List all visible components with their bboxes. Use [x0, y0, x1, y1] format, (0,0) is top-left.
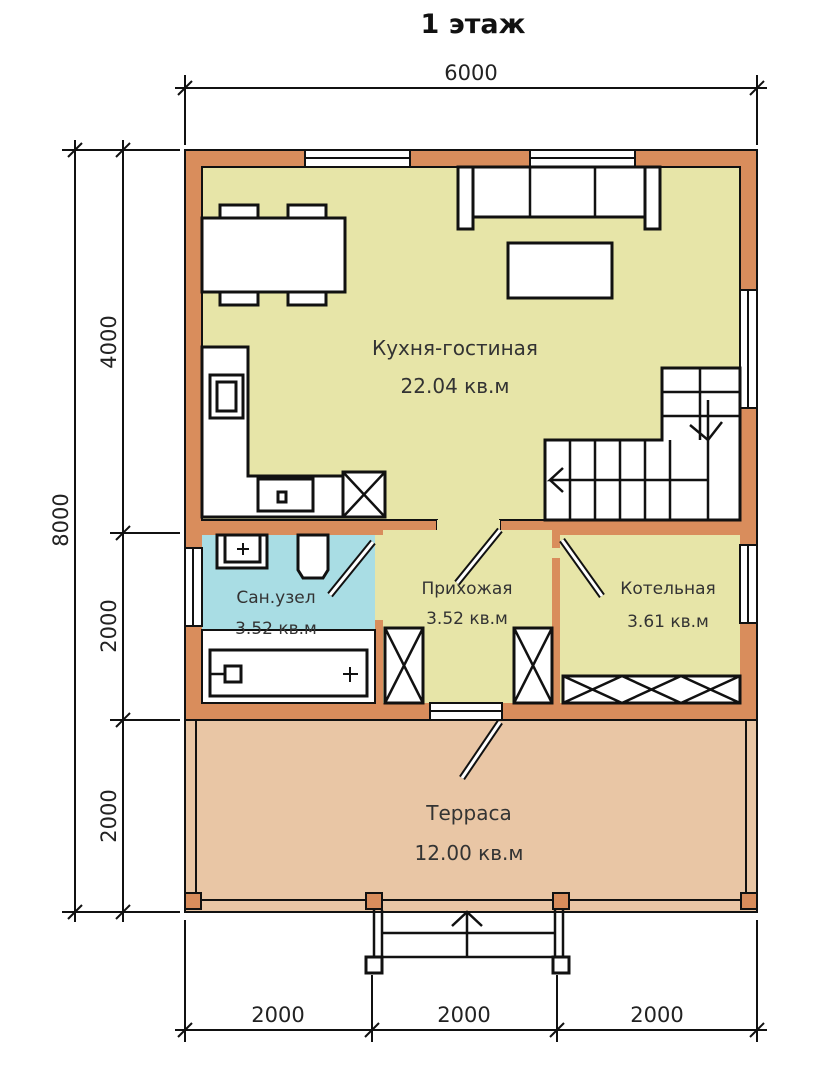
windows: [184, 149, 758, 721]
dimension-label-left-2: 2000: [97, 599, 121, 652]
room-name-hallway: Прихожая: [421, 579, 512, 599]
room-area-hallway: 3.52 кв.м: [426, 609, 508, 629]
dimension-label-left-total: 8000: [49, 493, 73, 546]
staircase: [543, 366, 742, 522]
room-area-bathroom: 3.52 кв.м: [235, 619, 317, 639]
room-name-bathroom: Сан.узел: [236, 588, 315, 608]
dimension-left: 8000 4000 2000 2000: [49, 140, 180, 922]
bathroom-fixtures: [208, 533, 369, 698]
dimension-label-left-3: 2000: [97, 789, 121, 842]
dimension-bottom: 2000 2000 2000: [175, 920, 767, 1042]
room-area-terrace: 12.00 кв.м: [415, 841, 524, 865]
dimension-top: 6000: [175, 61, 767, 145]
room-name-living: Кухня-гостиная: [372, 336, 538, 360]
sofa: [456, 165, 662, 231]
plan-title: 1 этаж: [421, 9, 526, 40]
room-area-living: 22.04 кв.м: [401, 374, 510, 398]
dimension-label-top: 6000: [444, 61, 497, 85]
dimension-label-left-1: 4000: [97, 315, 121, 368]
entrance-steps: [364, 910, 571, 975]
wardrobes: [383, 626, 742, 705]
dimension-label-bottom-2: 2000: [437, 1003, 490, 1027]
coffee-table: [506, 241, 614, 300]
room-name-terrace: Терраса: [425, 801, 511, 825]
room-name-boiler: Котельная: [620, 579, 715, 599]
dining-table: [200, 203, 347, 307]
dimension-label-bottom-3: 2000: [630, 1003, 683, 1027]
terrace-floor: [184, 719, 758, 913]
dimension-label-bottom-1: 2000: [251, 1003, 304, 1027]
terrace-posts: [184, 892, 758, 910]
room-area-boiler: 3.61 кв.м: [627, 612, 709, 632]
kitchen-counter: [200, 345, 387, 519]
